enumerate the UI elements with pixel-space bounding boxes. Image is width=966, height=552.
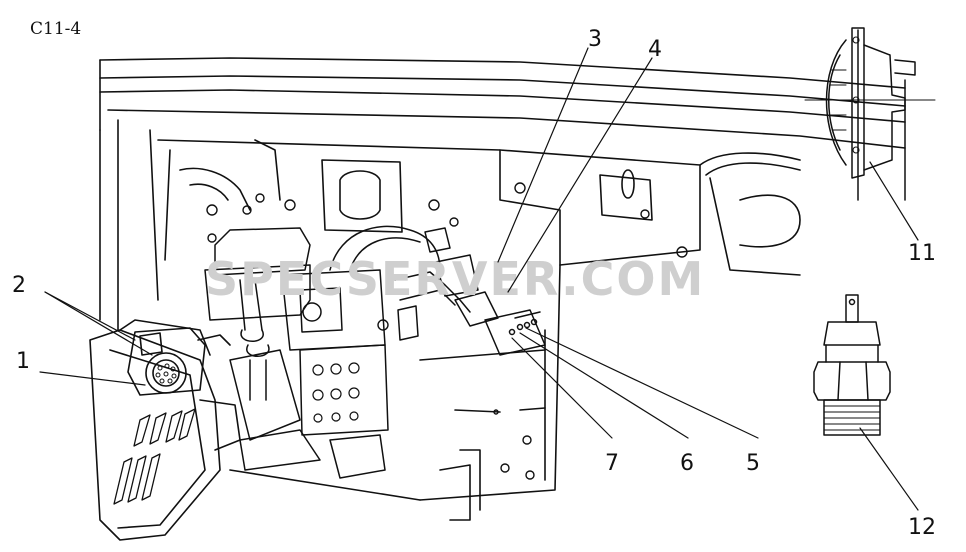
left-connector-panel: [89, 319, 241, 541]
mounting-holes: [206, 182, 688, 480]
leader-lines: [39, 47, 919, 511]
callout-11: 11: [908, 241, 936, 266]
callout-7: 7: [605, 451, 619, 476]
watermark: SPECSERVER.COM: [205, 252, 705, 306]
callout-2: 2: [12, 273, 26, 298]
callout-4: 4: [648, 37, 662, 62]
part-12-threaded-sensor: [813, 294, 891, 436]
pedal-and-switch-assembly: [204, 225, 546, 479]
callout-12: 12: [908, 515, 936, 540]
callout-3: 3: [588, 27, 602, 52]
page-code: C11-4: [30, 19, 81, 39]
part-11-round-component: [804, 27, 936, 201]
dashboard-frame: [99, 57, 906, 521]
callout-6: 6: [680, 451, 694, 476]
callout-1: 1: [16, 349, 30, 374]
callout-5: 5: [746, 451, 760, 476]
callout-numbers: 1 2 3 4 5 6 7 11 12: [12, 27, 936, 540]
